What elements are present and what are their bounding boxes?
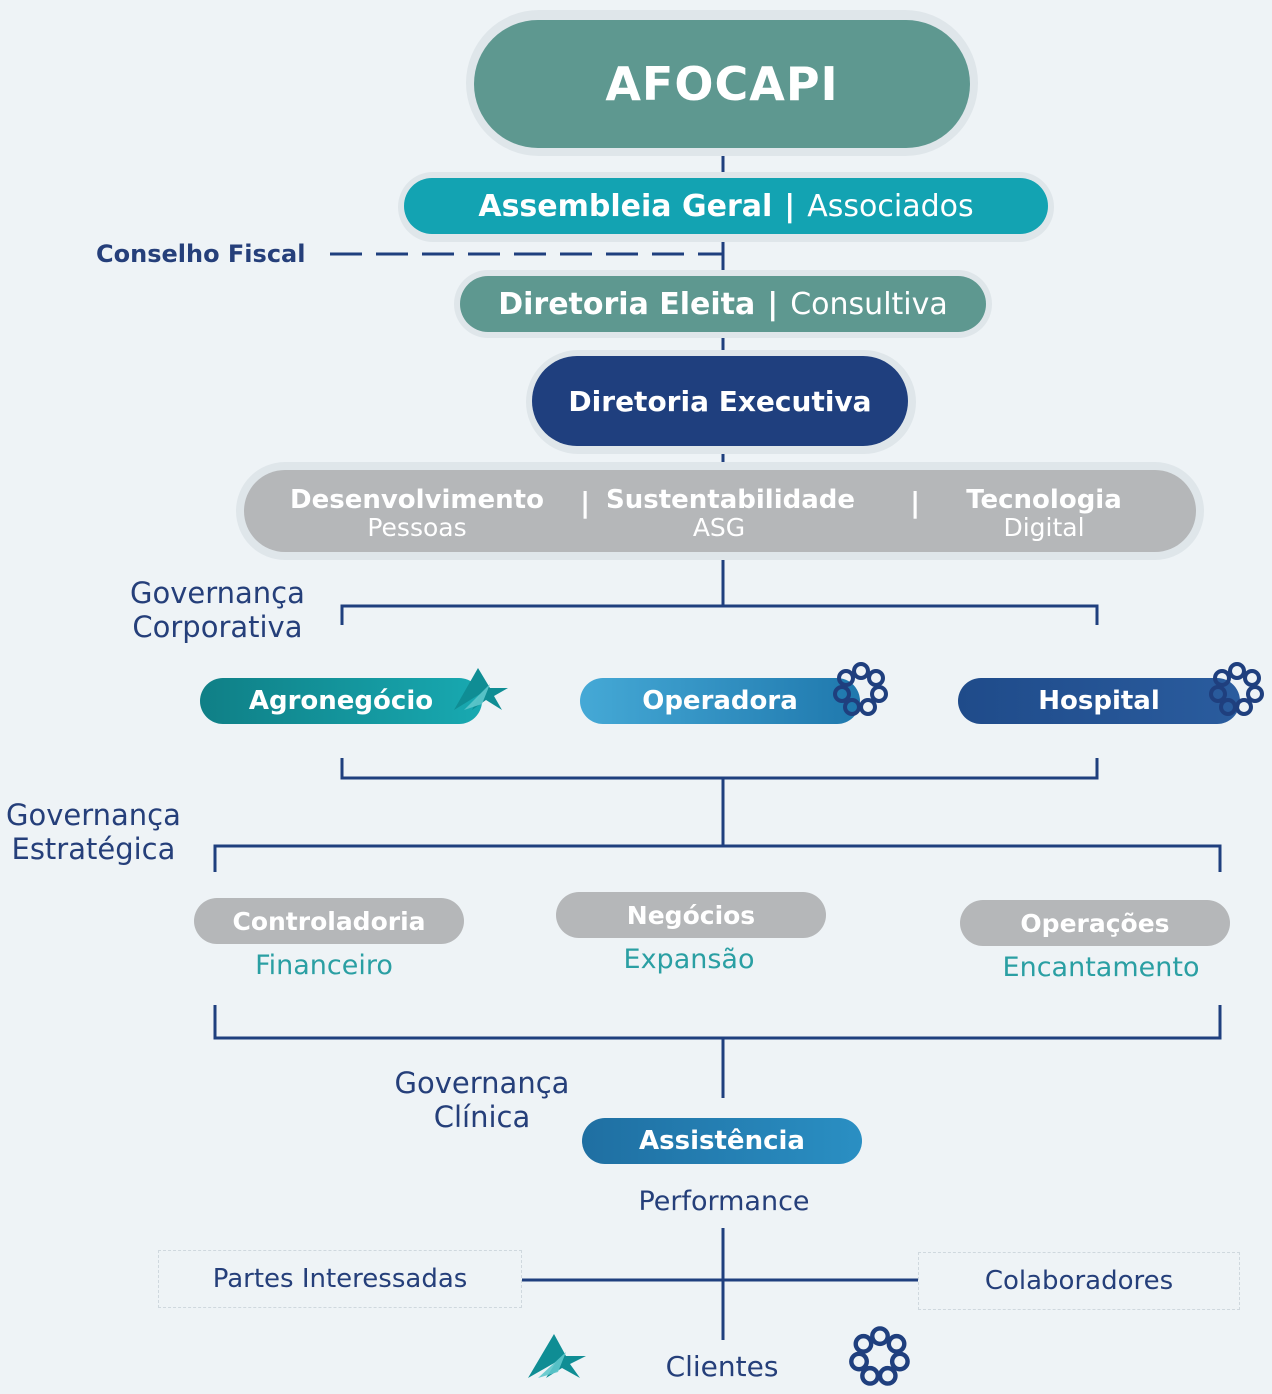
strategic-operacoes: Operações [960,900,1230,946]
colaboradores-label: Colaboradores [984,1266,1174,1296]
flower-logo-icon [849,1326,910,1386]
pillar-separator: | [910,486,921,519]
pillar-subtitle: ASG [692,513,746,542]
governanca-clinica-label: Governança Clínica [380,1066,584,1134]
unit-agronegocio: Agronegócio [200,678,482,724]
diretoria-executiva-node: Diretoria Executiva [532,356,908,446]
pillar-tecnologia: Tecnologia Digital [944,486,1144,542]
diretoria-executiva-label: Diretoria Executiva [568,384,872,418]
strategic-label: Controladoria [232,906,426,936]
diretoria-eleita-separator: | [767,286,779,322]
strategic-label: Negócios [626,900,756,930]
pillar-subtitle: Pessoas [367,513,467,542]
strategic-label: Operações [1020,908,1170,938]
pillars-bar: Desenvolvimento Pessoas | Sustentabilida… [244,470,1196,552]
diretoria-eleita-sublabel: Consultiva [790,286,948,322]
pillar-separator: | [580,486,591,519]
assembleia-label: Assembleia Geral [478,188,773,224]
pillar-subtitle: Digital [1003,513,1085,542]
assistencia-label: Assistência [639,1126,805,1156]
conselho-fiscal-label: Conselho Fiscal [96,240,306,268]
governanca-estrategica-label: Governança Estratégica [6,798,181,866]
unit-label: Agronegócio [248,686,434,716]
strategic-negocios: Negócios [556,892,826,938]
strategic-sub-financeiro: Financeiro [255,950,393,981]
assistencia-node: Assistência [582,1118,862,1164]
flower-logo-icon [833,662,888,716]
strategic-sub-encantamento: Encantamento [1002,952,1200,983]
unit-label: Hospital [1038,686,1160,716]
label-line: Estratégica [11,832,176,866]
assembleia-sublabel: Associados [807,188,974,224]
strategic-sub-expansao: Expansão [623,944,755,975]
label-line: Governança [130,576,305,610]
agro-logo-icon [528,1334,586,1378]
clientes-label: Clientes [665,1350,779,1383]
diretoria-eleita-node: Diretoria Eleita | Consultiva [460,276,986,332]
unit-hospital: Hospital [958,678,1240,724]
governanca-corporativa-label: Governança Corporativa [130,576,305,644]
diretoria-eleita-label: Diretoria Eleita [498,286,756,322]
label-line: Governança [6,798,181,832]
unit-operadora: Operadora [580,678,860,724]
flower-logo-icon [1209,662,1264,716]
partes-interessadas-box: Partes Interessadas [158,1250,522,1308]
strategic-controladoria: Controladoria [194,898,464,944]
label-line: Corporativa [132,610,303,644]
pillar-title: Sustentabilidade [606,485,856,515]
performance-label: Performance [638,1186,810,1217]
pillar-desenvolvimento: Desenvolvimento Pessoas [274,486,560,542]
agro-logo-icon [454,668,508,710]
pillar-sustentabilidade: Sustentabilidade ASG [606,485,856,542]
pillar-title: Tecnologia [966,485,1122,515]
colaboradores-box: Colaboradores [918,1252,1240,1310]
assembleia-separator: | [784,188,796,224]
unit-label: Operadora [642,686,798,716]
label-line: Governança [394,1066,570,1100]
partes-interessadas-label: Partes Interessadas [212,1264,468,1294]
label-line: Clínica [433,1100,531,1134]
afocapi-node: AFOCAPI [474,20,970,148]
pillar-title: Desenvolvimento [290,485,544,515]
assembleia-geral-node: Assembleia Geral | Associados [404,178,1048,234]
afocapi-title: AFOCAPI [605,57,839,111]
